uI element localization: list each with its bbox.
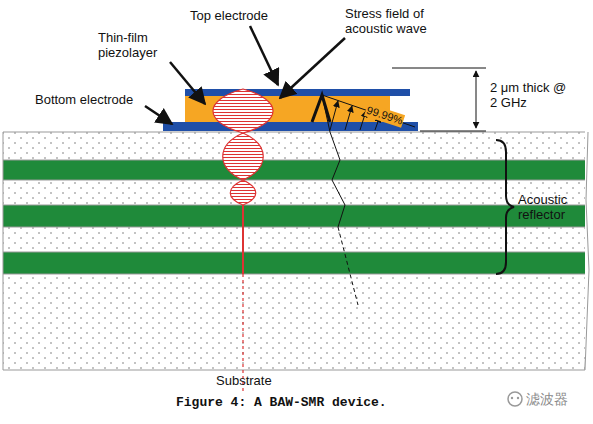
resonator xyxy=(163,89,418,131)
part-label: Stress field of acoustic wave xyxy=(345,6,455,36)
watermark: 滤波器 xyxy=(526,391,568,407)
reflector-brace xyxy=(496,140,514,274)
watermark-icon xyxy=(508,392,522,406)
layer-stack xyxy=(3,130,593,375)
part-label: Acoustic reflector xyxy=(518,192,590,222)
figure-caption: Figure 4: A BAW-SMR device. xyxy=(176,395,387,410)
part-label: Thin-film piezolayer xyxy=(98,30,178,60)
part-label: Bottom electrode xyxy=(35,92,133,107)
part-label: Substrate xyxy=(216,373,272,388)
leader-arrows xyxy=(145,26,345,124)
dimension-label: 2 μm thick @ 2 GHz xyxy=(490,80,570,110)
part-label: Top electrode xyxy=(190,8,268,23)
reflection-rays xyxy=(312,95,415,305)
thickness-dimension xyxy=(392,68,486,131)
stress-field xyxy=(213,89,273,392)
